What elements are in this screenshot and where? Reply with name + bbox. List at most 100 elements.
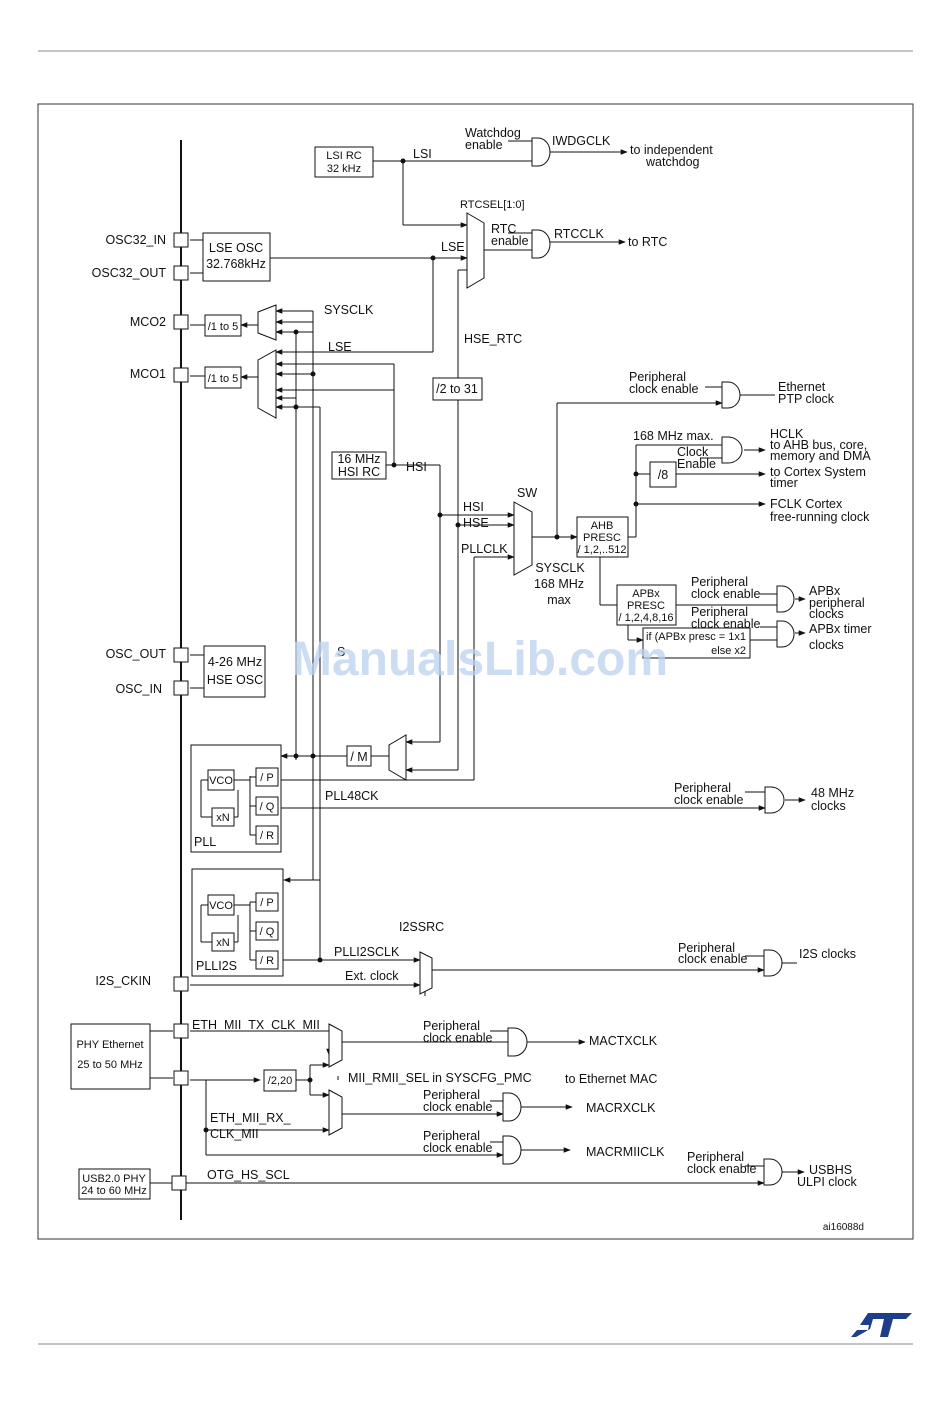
- figure-frame: [37, 103, 914, 1240]
- out-i2s: I2S clocks: [799, 947, 856, 961]
- sig-lse-mco: LSE: [328, 340, 352, 354]
- usb-phy-box: [78, 1168, 151, 1200]
- sig-sysclk-l3: max: [547, 593, 571, 607]
- sig-pll48ck: PLL48CK: [325, 789, 379, 803]
- pin-osc32-out: [173, 265, 189, 281]
- div-m-box: [346, 745, 372, 767]
- mco2-mux: [257, 304, 277, 341]
- pin-mco1-label: MCO1: [130, 367, 166, 381]
- sig-plli2sclk: PLLI2SCLK: [334, 945, 400, 959]
- lsirc-freq: 32 kHz: [327, 163, 361, 175]
- out-iwdgclk: IWDGCLK: [552, 134, 611, 148]
- pin-osc-out: [173, 647, 189, 663]
- en-rtc-l1: RTC: [491, 222, 516, 236]
- div-rtc-box: [432, 377, 483, 401]
- plli2s-p-label: / P: [260, 897, 273, 909]
- out-mactx: MACTXCLK: [589, 1034, 658, 1048]
- en-ptp-l1: Peripheral: [629, 370, 686, 384]
- out-rtcclk: RTCCLK: [554, 227, 604, 241]
- timer-note-l1: if (APBx presc = 1x1: [646, 631, 746, 643]
- out-cortex-timer-l2: timer: [770, 476, 798, 490]
- en-apb-timer-l2: clock enable: [691, 617, 761, 631]
- sig-max168: 168 MHz max.: [633, 429, 714, 443]
- rtc-mux: [466, 212, 485, 289]
- out-fclk-l2: free-running clock: [770, 510, 870, 524]
- pin-i2s-ckin-label: I2S_CKIN: [95, 974, 151, 988]
- pin-eth-rx: [173, 1070, 189, 1086]
- en-macrmii-l2: clock enable: [423, 1141, 493, 1155]
- pll-xn-label: xN: [216, 812, 230, 824]
- ahb-l3: / 1,2,..512: [578, 544, 627, 556]
- pin-mco2-label: MCO2: [130, 315, 166, 329]
- plli2s-q-label: / Q: [260, 926, 275, 938]
- mii-tx-mux: [328, 1023, 343, 1068]
- apb-l3: / 1,2,4,8,16: [618, 612, 673, 624]
- div-mco1-box: [204, 366, 242, 389]
- hsirc-freq: 16 MHz: [337, 452, 380, 466]
- sig-sysclk-mco: SYSCLK: [324, 303, 374, 317]
- sig-ext-clock: Ext. clock: [345, 969, 399, 983]
- en-apb-timer-l1: Peripheral: [691, 605, 748, 619]
- en-usbhs-l2: clock enable: [687, 1162, 757, 1176]
- en-clock-l1: Clock: [677, 445, 709, 459]
- apb-box: [616, 584, 677, 626]
- plli2s-xn-label: xN: [216, 937, 230, 949]
- en-apb-periph-l1: Peripheral: [691, 575, 748, 589]
- macrx-gate: [502, 1092, 522, 1122]
- div-mii-box: [263, 1069, 297, 1092]
- sig-lse: LSE: [441, 240, 465, 254]
- pin-osc-in: [173, 680, 189, 696]
- sig-hse-partial: S: [337, 645, 345, 659]
- mco1-mux: [257, 349, 277, 419]
- apb-timer-gate: [776, 620, 795, 648]
- pll-vco-label: VCO: [209, 775, 233, 787]
- lsirc-box: [314, 146, 374, 178]
- out-rtc-dest: to RTC: [628, 235, 667, 249]
- en-mactx-l1: Peripheral: [423, 1019, 480, 1033]
- en-watchdog-l1: Watchdog: [465, 126, 521, 140]
- apb-l1: APBx: [632, 588, 660, 600]
- en-i2s-l1: Peripheral: [678, 941, 735, 955]
- en-macrx-l2: clock enable: [423, 1100, 493, 1114]
- out-apb-timer-l2: clocks: [809, 638, 844, 652]
- div-mco2-box: [204, 314, 242, 337]
- pin-osc-in-label: OSC_IN: [115, 682, 162, 696]
- ahb-l1: AHB: [591, 520, 614, 532]
- st-logo: [851, 1313, 912, 1337]
- sig-mii-sel: MII_RMII_SEL in SYSCFG_PMC: [348, 1071, 532, 1085]
- lsirc-label: LSI RC: [326, 150, 362, 162]
- figure-id: ai16088d: [823, 1222, 864, 1233]
- hseosc-box: [203, 645, 266, 698]
- sig-sysclk-l1: SYSCLK: [535, 561, 585, 575]
- usb48-gate: [764, 786, 785, 814]
- out-ptp-l1: Ethernet: [778, 380, 826, 394]
- out-usbhs-l1: USBHS: [809, 1163, 852, 1177]
- phy-eth-label: PHY Ethernet: [76, 1039, 143, 1051]
- out-macrmii: MACRMIICLK: [586, 1145, 665, 1159]
- en-usb48-l1: Peripheral: [674, 781, 731, 795]
- sig-otg: OTG_HS_SCL: [207, 1168, 290, 1182]
- pin-osc-out-label: OSC_OUT: [106, 647, 167, 661]
- out-to-mac: to Ethernet MAC: [565, 1072, 657, 1086]
- phy-eth-box: [70, 1023, 151, 1090]
- plli2s-label: PLLI2S: [196, 959, 237, 973]
- en-clock-l2: Enable: [677, 457, 716, 471]
- mii-rx-mux: [328, 1089, 343, 1136]
- en-macrx-l1: Peripheral: [423, 1088, 480, 1102]
- en-usbhs-l1: Peripheral: [687, 1150, 744, 1164]
- pin-eth-tx: [173, 1023, 189, 1039]
- en-apb-periph-l2: clock enable: [691, 587, 761, 601]
- en-macrmii-l1: Peripheral: [423, 1129, 480, 1143]
- ptp-gate: [721, 381, 741, 409]
- div-mii-label: /2,20: [268, 1075, 292, 1087]
- ahb-box: [576, 516, 629, 558]
- out-hclk-l3: memory and DMA: [770, 449, 871, 463]
- lseosc-box: [202, 232, 271, 282]
- watermark: ManualsLib.com: [292, 633, 668, 686]
- pll-q-label: / Q: [260, 801, 275, 813]
- out-hclk-l2: to AHB bus, core,: [770, 438, 867, 452]
- div8-box: [649, 461, 677, 488]
- out-macrx: MACRXCLK: [586, 1101, 656, 1115]
- div-mco1-label: /1 to 5: [208, 373, 239, 385]
